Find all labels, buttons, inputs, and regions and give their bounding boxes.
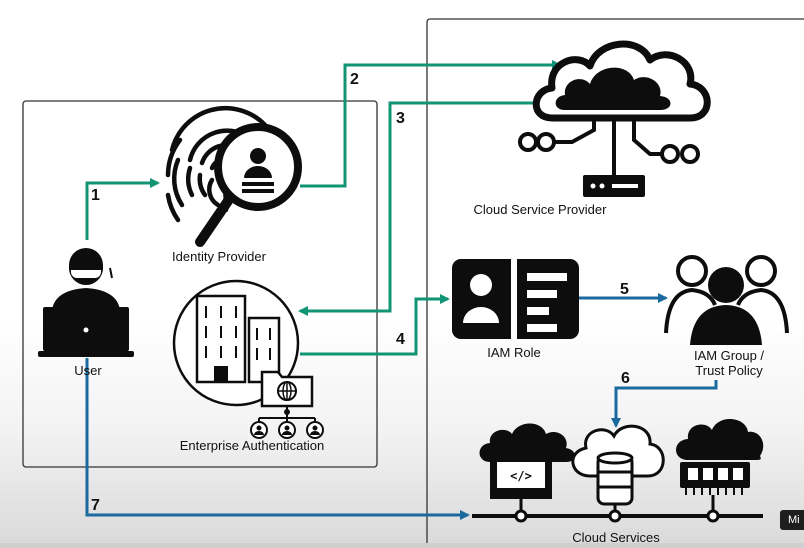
step-4-number: 4 xyxy=(396,331,405,348)
user-label: User xyxy=(74,363,102,378)
arrow-2 xyxy=(300,60,562,188)
cloud-service-provider-label: Cloud Service Provider xyxy=(473,202,607,217)
iam-group-label-line1: IAM Group / xyxy=(693,348,765,363)
step-3-number: 3 xyxy=(396,110,405,127)
step-1-number: 1 xyxy=(91,187,100,204)
arrow-1 xyxy=(85,178,160,240)
arrow-4 xyxy=(300,294,450,356)
cloud-services-label: Cloud Services xyxy=(572,530,660,545)
video-progress-bar[interactable] xyxy=(0,543,804,548)
iam-group-label-line2: Trust Policy xyxy=(695,363,763,378)
step-7-number: 7 xyxy=(91,497,100,514)
fingerprint-magnifier-icon xyxy=(165,105,302,247)
cloud-server-icon xyxy=(518,40,711,197)
arrow-7 xyxy=(85,358,470,520)
enterprise-authentication-label: Enterprise Authentication xyxy=(179,438,325,453)
cloud-boundary-box xyxy=(426,18,804,548)
user-laptop-icon xyxy=(38,248,134,357)
arrow-3 xyxy=(298,101,545,316)
arrow-6 xyxy=(611,380,718,428)
enterprise-boundary-box xyxy=(22,100,378,468)
iam-role-label: IAM Role xyxy=(487,345,541,360)
user-group-icon xyxy=(664,255,789,345)
enterprise-building-icon xyxy=(172,279,324,439)
cloud-services-icon: </> xyxy=(472,418,764,523)
step-6-number: 6 xyxy=(621,370,630,387)
svg-text:</>: </> xyxy=(510,469,532,483)
step-2-number: 2 xyxy=(350,71,359,88)
step-5-number: 5 xyxy=(620,281,629,298)
miniplayer-button[interactable]: Mi xyxy=(780,510,804,530)
id-card-icon xyxy=(452,259,579,339)
identity-provider-label: Identity Provider xyxy=(172,249,266,264)
